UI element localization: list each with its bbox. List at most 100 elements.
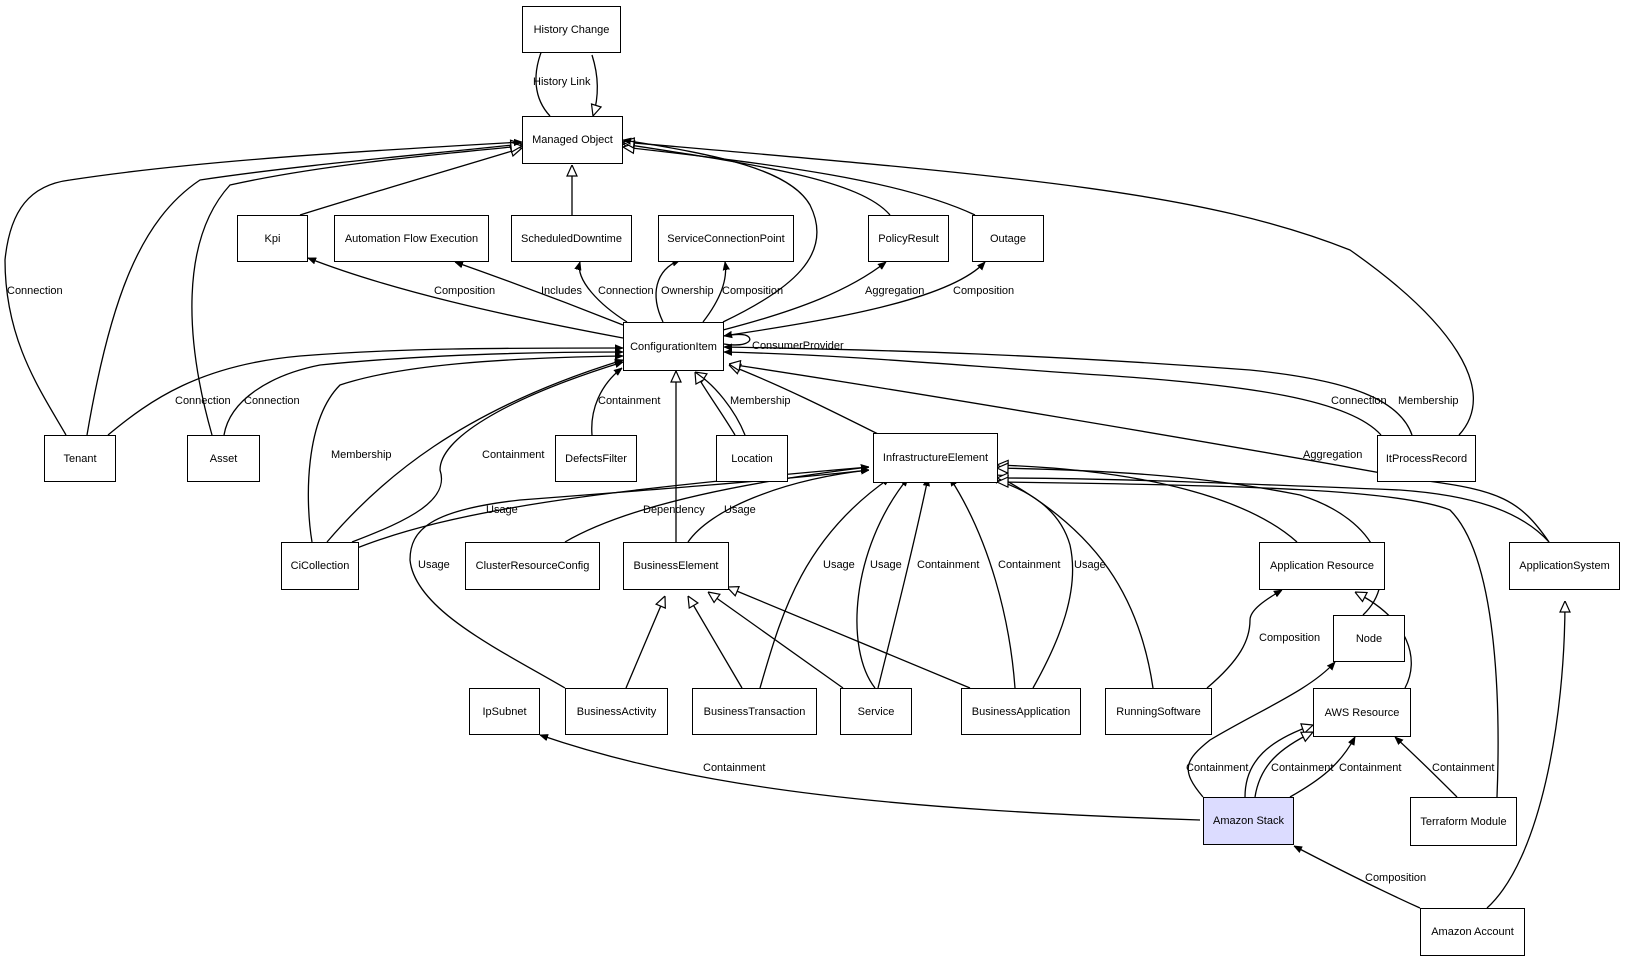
node-configuration-item[interactable]: ConfigurationItem (623, 322, 724, 371)
label-location-membership: Membership (730, 395, 791, 407)
label-cicol-usage: Usage (486, 504, 518, 516)
edge-cicol-ci-containment (326, 360, 623, 543)
node-ci-collection[interactable]: CiCollection (281, 542, 359, 590)
label-appsys-aggregation: Aggregation (1303, 449, 1363, 461)
node-business-element[interactable]: BusinessElement (623, 542, 729, 590)
node-node[interactable]: Node (1333, 615, 1405, 662)
label-as-aws-containment2: Containment (1339, 762, 1402, 774)
edge-amazonaccount-inherit-appsystem (1486, 601, 1565, 909)
edge-ba-infra-usage (409, 470, 869, 689)
label-cicol-containment: Containment (482, 449, 545, 461)
edge-kpi-inherit-managedobject (299, 148, 522, 216)
node-tenant[interactable]: Tenant (44, 435, 116, 482)
label-cicol-membership: Membership (331, 449, 392, 461)
edge-ci-consumerprovider (724, 334, 751, 346)
edge-service-inherit-be (708, 592, 844, 689)
label-svc-containment: Containment (917, 559, 980, 571)
edge-appsystem-inherit-ci (729, 364, 1550, 543)
label-defects-containment: Containment (598, 395, 661, 407)
label-be-usage: Usage (724, 504, 756, 516)
label-as-aws-containment: Containment (1271, 762, 1334, 774)
edge-ci-afe-includes (455, 262, 624, 326)
label-asset-ci-connection: Connection (244, 395, 300, 407)
edge-ci-policy-aggregation (722, 262, 886, 331)
edge-cicol-ci-membership (307, 356, 623, 543)
node-kpi[interactable]: Kpi (237, 215, 308, 262)
edge-itprocessrecord-inherit-managedobject (623, 142, 1475, 436)
label-bapp-usage: Usage (1074, 559, 1106, 571)
node-history-change[interactable]: History Change (522, 6, 621, 53)
node-outage[interactable]: Outage (972, 215, 1044, 262)
node-running-software[interactable]: RunningSoftware (1105, 688, 1212, 735)
node-scheduled-downtime[interactable]: ScheduledDowntime (511, 215, 632, 262)
edge-appresource-inherit-infra (997, 465, 1298, 543)
label-tf-containment: Containment (1432, 762, 1495, 774)
node-policy-result[interactable]: PolicyResult (868, 215, 949, 262)
edge-runningsoftware-inherit-infra (996, 475, 1154, 689)
node-business-activity[interactable]: BusinessActivity (565, 688, 668, 735)
node-business-application[interactable]: BusinessApplication (961, 688, 1081, 735)
node-it-process-record[interactable]: ItProcessRecord (1377, 435, 1476, 482)
edge-amazonstack-inherit-aws (1244, 725, 1313, 798)
node-application-system[interactable]: ApplicationSystem (1509, 542, 1620, 590)
label-as-node-containment: Containment (1186, 762, 1249, 774)
edge-rs-appresource-composition (1206, 589, 1282, 689)
node-terraform-module[interactable]: Terraform Module (1410, 797, 1517, 846)
edge-ci-kpi-composition (308, 257, 624, 339)
edge-infra-inherit-ci (729, 365, 881, 436)
node-automation-flow-execution[interactable]: Automation Flow Execution (334, 215, 489, 262)
edge-be-infra-usage (687, 470, 869, 543)
edge-asset-inherit-managedobject (191, 146, 522, 436)
node-aws-resource[interactable]: AWS Resource (1313, 688, 1411, 737)
label-consumer-provider: ConsumerProvider (752, 340, 844, 352)
node-business-transaction[interactable]: BusinessTransaction (692, 688, 817, 735)
label-bt-usage: Usage (823, 559, 855, 571)
edge-svc-infra-usage (856, 478, 908, 689)
edge-amazonstack-node-containment (1187, 662, 1335, 798)
node-ip-subnet[interactable]: IpSubnet (469, 688, 540, 735)
edge-terraform-aws-containment (1395, 737, 1458, 798)
edge-location-inherit-ci-2 (695, 372, 736, 436)
edge-historychange-inherit-managedobject (592, 54, 597, 116)
node-amazon-account[interactable]: Amazon Account (1420, 908, 1525, 956)
edge-terraform-infra (997, 482, 1499, 798)
label-policy-aggregation: Aggregation (865, 285, 925, 297)
edge-businessapplication-inherit-be (727, 587, 971, 689)
edge-policyresult-inherit-managedobject (623, 144, 891, 216)
node-defects-filter[interactable]: DefectsFilter (555, 435, 637, 482)
edge-bapp-infra-containment (950, 478, 1016, 689)
label-tenant-mo-connection: Connection (7, 285, 63, 297)
edge-cicol-ci-containment2 (351, 362, 623, 543)
edge-appsystem-inherit-infra (997, 478, 1550, 543)
edge-tenant-inherit-managedobject (86, 144, 522, 436)
label-rs-composition: Composition (1259, 632, 1321, 644)
edge-amazonaccount-stack-composition (1294, 845, 1421, 909)
node-amazon-stack[interactable]: Amazon Stack (1203, 797, 1294, 845)
label-kpi-composition: Composition (434, 285, 496, 297)
label-scp-ownership: Ownership (661, 285, 714, 297)
edge-ci-scp-ownership (655, 259, 680, 323)
node-asset[interactable]: Asset (187, 435, 260, 482)
edge-crc-infra-dependency (564, 467, 869, 543)
label-tenant-ci-connection: Connection (175, 395, 231, 407)
edge-defectsfilter-inherit-ci (591, 368, 622, 436)
node-service-connection-point[interactable]: ServiceConnectionPoint (658, 215, 794, 262)
label-outage-composition: Composition (953, 285, 1015, 297)
edge-businessactivity-inherit-be (625, 596, 665, 689)
label-crc-dependency: Dependency (643, 504, 705, 516)
edge-bapp-infra-usage (990, 478, 1074, 689)
edge-ci-scp-composition (702, 262, 726, 323)
edge-amazonstack-aws-containment (1289, 737, 1356, 798)
edge-svc-infra-containment (877, 478, 928, 689)
edge-outage-inherit-managedobject (623, 147, 976, 216)
node-location[interactable]: Location (716, 435, 788, 482)
node-service[interactable]: Service (840, 688, 912, 735)
edge-ci-outage-composition (722, 262, 985, 337)
edge-awsresource-inherit-appresource (1355, 592, 1412, 689)
node-cluster-resource-config[interactable]: ClusterResourceConfig (465, 542, 600, 590)
node-managed-object[interactable]: Managed Object (522, 116, 623, 164)
node-application-resource[interactable]: Application Resource (1259, 542, 1385, 590)
edge-amazonstack-ipsubnet-containment (540, 735, 1201, 821)
node-infrastructure-element[interactable]: InfrastructureElement (873, 433, 998, 483)
label-history-link: History Link (533, 76, 591, 88)
